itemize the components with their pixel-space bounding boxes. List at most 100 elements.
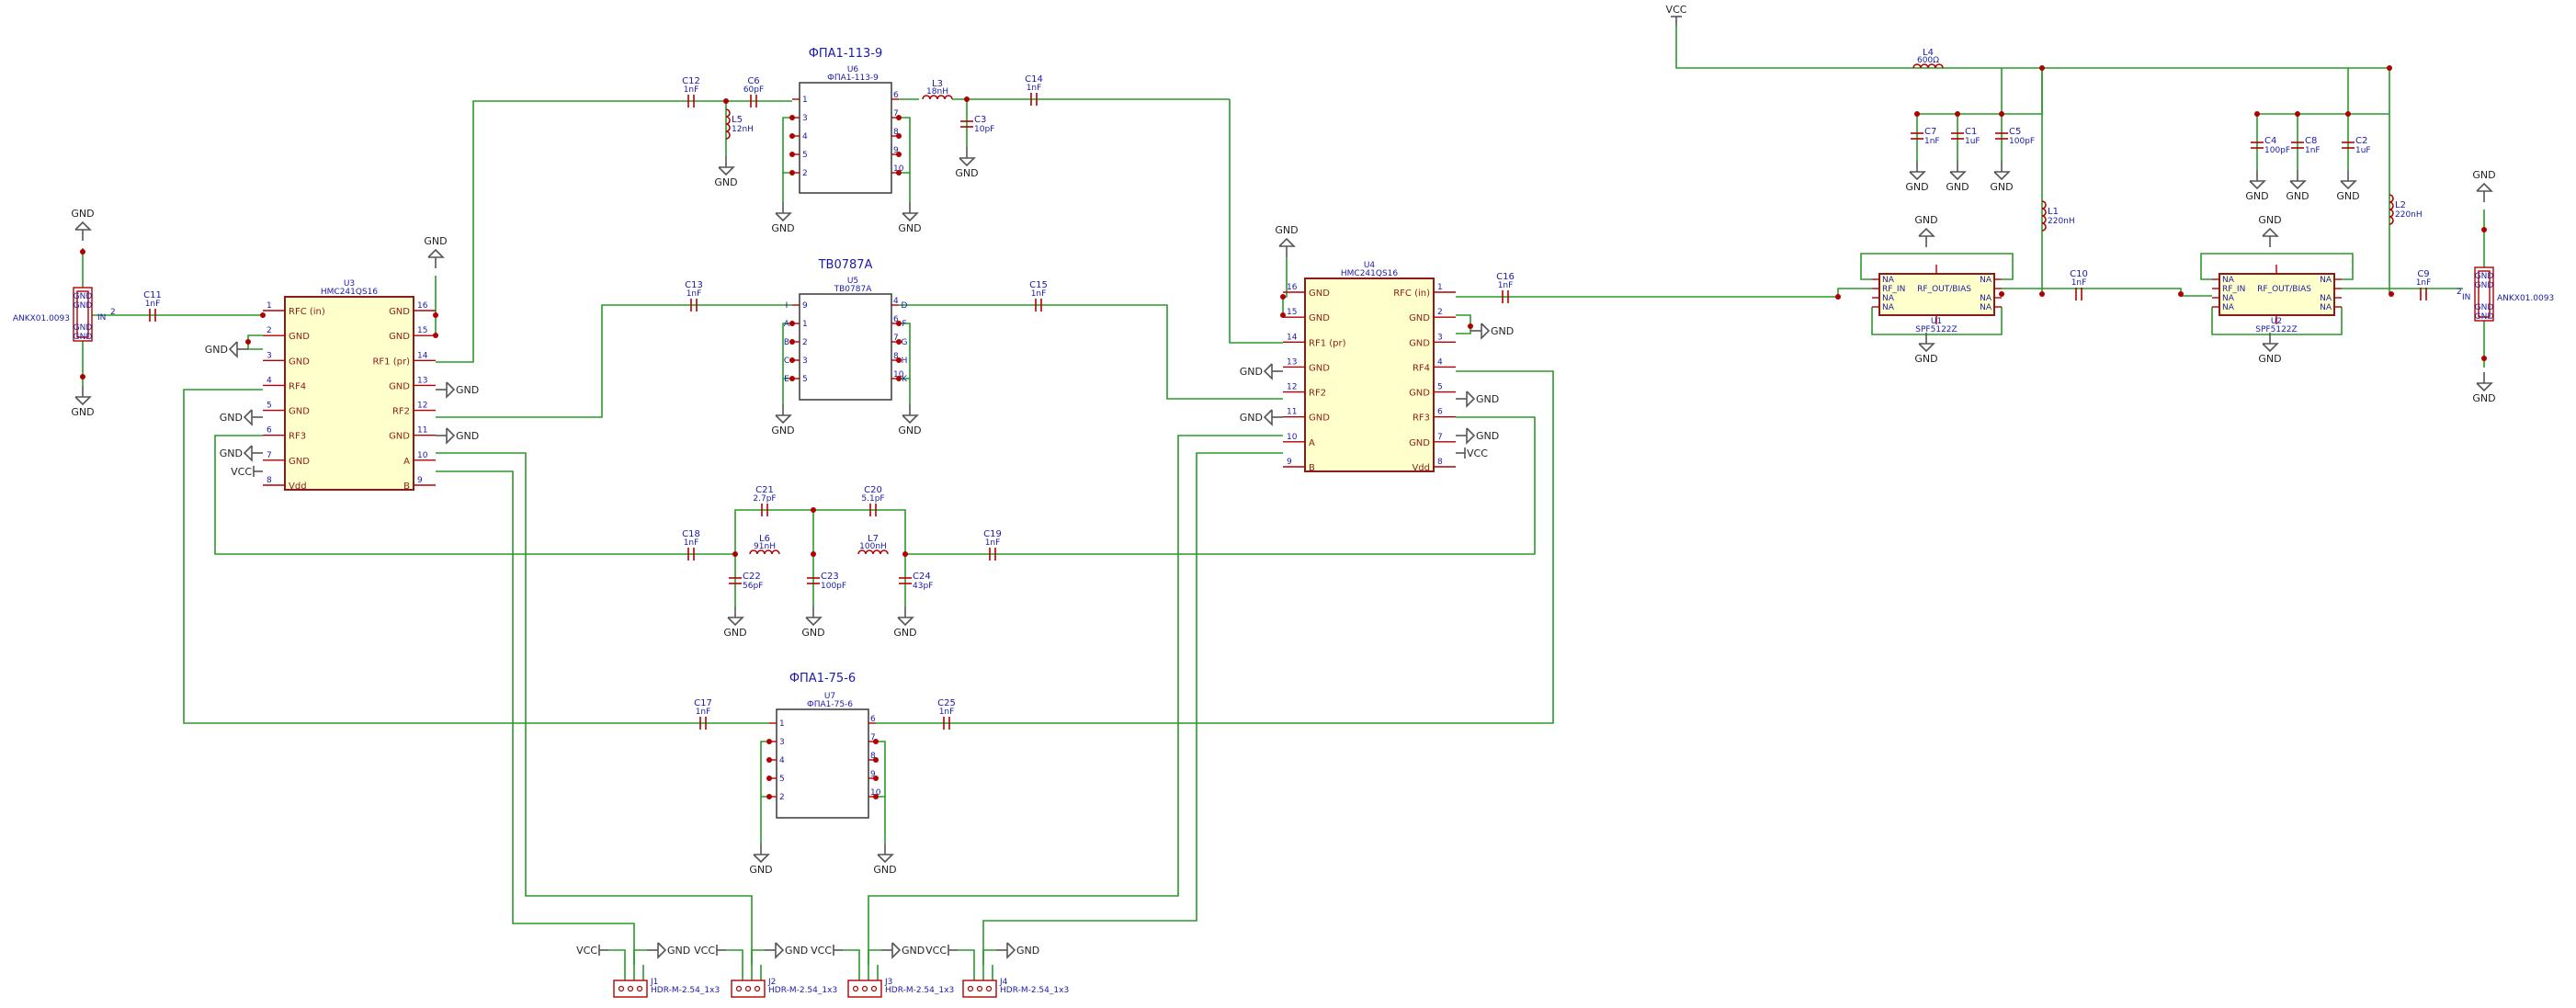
gnd-symbol xyxy=(2262,333,2279,353)
pin-number: 3 xyxy=(802,357,808,366)
junctions-layer xyxy=(80,65,2487,799)
gnd-label: GND xyxy=(1016,945,1039,957)
junction-dot xyxy=(896,376,902,381)
junction-dot xyxy=(1955,111,1960,117)
pin-na: NA xyxy=(2320,303,2332,312)
gnd-symbol xyxy=(727,606,744,627)
pin-rfout: RF_OUT/BIAS xyxy=(2257,285,2311,294)
cap-ref: C21 xyxy=(755,485,774,495)
pin-number: 2 xyxy=(267,326,272,335)
gnd-symbol xyxy=(2476,182,2493,202)
pin-number: 5 xyxy=(802,375,808,384)
junction-dot xyxy=(896,152,902,157)
pin-number: 7 xyxy=(1437,433,1443,442)
header-vcc-wire xyxy=(726,949,743,980)
wire-u6-right-gnd xyxy=(899,117,911,174)
pin-label: A xyxy=(784,320,790,329)
ind-value: 220nH xyxy=(2395,210,2423,220)
cap-value: 2.7pF xyxy=(753,494,776,504)
header-pin xyxy=(636,985,643,992)
pin-label: E xyxy=(784,375,789,384)
junction-dot xyxy=(2254,111,2260,117)
header-gnd-wire xyxy=(868,949,881,980)
gnd-symbol xyxy=(228,341,248,358)
junction-dot xyxy=(789,170,795,176)
header-vcc-wire xyxy=(608,949,626,980)
vcc-label: VCC xyxy=(1666,4,1687,16)
ind-value: 100nH xyxy=(859,542,887,551)
u5-ref: U5 xyxy=(847,277,858,286)
gnd-label: GND xyxy=(1946,181,1969,193)
ant-pin-in: IN xyxy=(2462,293,2470,302)
u6-ref: U6 xyxy=(847,65,859,74)
junction-dot xyxy=(2481,356,2487,361)
junction-dot xyxy=(896,170,902,176)
pin-number: 5 xyxy=(267,402,272,411)
header-gnd-wire xyxy=(633,949,647,980)
pin-number: 2 xyxy=(779,793,785,802)
pin-name: GND xyxy=(1409,338,1430,348)
pin-number: 9 xyxy=(893,146,899,155)
gnd-label: GND xyxy=(2286,190,2309,202)
pin-number: 16 xyxy=(417,301,428,311)
pin-name: RF3 xyxy=(289,432,306,442)
inductor xyxy=(2041,200,2047,232)
pin-label: K xyxy=(902,375,908,384)
u6-title: ФПА1-113-9 xyxy=(809,47,883,61)
vcc-label: VCC xyxy=(576,945,597,957)
pin-name: GND xyxy=(389,332,410,342)
pin-na: NA xyxy=(1980,303,1992,312)
ind-ref: L4 xyxy=(1923,48,1934,58)
gnd-symbol xyxy=(2262,227,2279,247)
header-pin xyxy=(735,985,743,992)
gnd-symbol xyxy=(765,942,785,959)
gnd-symbol xyxy=(1456,391,1476,408)
pin-name: A xyxy=(403,457,410,467)
pin-name: GND xyxy=(1309,289,1330,299)
inductor xyxy=(749,549,780,555)
gnd-symbol xyxy=(243,409,263,426)
cap-value: 1nF xyxy=(1027,84,1042,93)
j4-body xyxy=(962,980,997,998)
pin-name: RFC (in) xyxy=(1393,289,1430,299)
pin-label: D xyxy=(902,301,908,311)
j3-body xyxy=(847,980,882,998)
vcc-label: VCC xyxy=(925,945,947,957)
cap-value: 1nF xyxy=(684,538,699,548)
wire-u3rf1-u6 xyxy=(436,100,792,363)
j4-value: HDR-M-2.54_1x3 xyxy=(1000,986,1069,995)
gnd-symbol xyxy=(775,404,792,425)
wire-bias2-top xyxy=(2348,68,2390,115)
pin-na: NA xyxy=(1980,294,1992,303)
ind-ref: L7 xyxy=(868,534,879,544)
cap-value: 43pF xyxy=(913,582,933,591)
pin-name: GND xyxy=(389,307,410,317)
j3-value: HDR-M-2.54_1x3 xyxy=(885,986,954,995)
gnd-label: GND xyxy=(723,627,746,639)
ant-gnd-pin: GND xyxy=(2475,272,2494,281)
ant-gnd-pin: GND xyxy=(2475,281,2494,290)
gnd-symbol xyxy=(1263,363,1283,380)
u5-value: TB0787A xyxy=(834,285,873,294)
gnd-label: GND xyxy=(220,447,243,459)
u5-title: TB0787A xyxy=(818,258,873,272)
gnd-label: GND xyxy=(749,864,772,876)
pin-number: 8 xyxy=(1437,458,1443,467)
gnd-symbol xyxy=(1470,323,1491,340)
pin-label: G xyxy=(902,338,908,347)
gnd-label: GND xyxy=(1914,214,1937,226)
pin-name: RF3 xyxy=(1413,413,1430,424)
pin-number: 6 xyxy=(267,426,272,436)
cap-ref: C24 xyxy=(913,572,931,582)
pin-number: 7 xyxy=(893,334,899,343)
pin-number: 2 xyxy=(802,338,808,347)
vcc-label: VCC xyxy=(694,945,715,957)
pin-name: RF1 (pr) xyxy=(1309,338,1346,348)
cap-value: 1nF xyxy=(2416,278,2432,288)
junction-dot xyxy=(2178,291,2184,297)
pin-name: B xyxy=(403,481,410,492)
gnd-label: GND xyxy=(873,864,896,876)
pin-na: NA xyxy=(1882,276,1895,285)
pin-number: 6 xyxy=(1437,408,1443,417)
gnd-symbol xyxy=(1918,227,1935,247)
